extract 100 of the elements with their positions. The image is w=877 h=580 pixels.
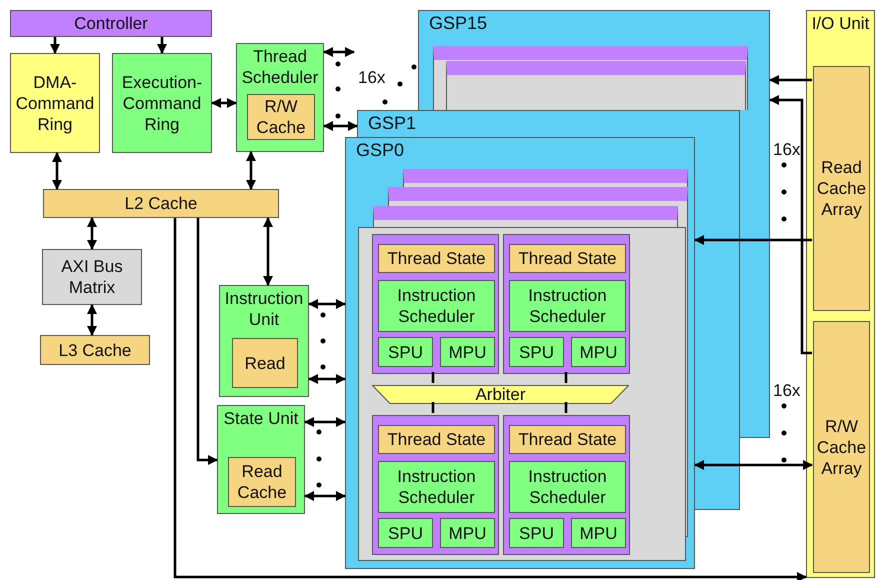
block-label: Thread Scheduler: [240, 46, 320, 88]
arrow: [196, 218, 218, 465]
arrow: [769, 95, 812, 354]
unit-box: [217, 405, 305, 514]
arrow: [87, 304, 97, 336]
block-label: SPU: [388, 522, 423, 544]
cache-box: [40, 335, 150, 365]
block-label: MPU: [448, 342, 486, 362]
block-label: L3 Cache: [58, 340, 132, 360]
scheduler-box: [378, 280, 495, 332]
scheduler-box: [378, 461, 495, 513]
arrow: [157, 37, 167, 54]
state-box: [509, 425, 626, 454]
unit-box: [378, 518, 433, 548]
multiplier-label: 16x: [773, 380, 800, 401]
block-label: Read Cache Array: [816, 157, 868, 220]
arrow: [52, 152, 62, 190]
unit-box: [440, 337, 495, 367]
block-label: AXI Bus Matrix: [60, 256, 124, 298]
controller-box: [10, 10, 212, 37]
block-label: R/W Cache Array: [816, 416, 868, 478]
cache-bar: [43, 189, 279, 218]
scheduler-box: [509, 461, 626, 513]
block-label: State Unit: [222, 408, 300, 429]
block-label: GSP1: [368, 113, 418, 134]
block-label: Controller: [74, 13, 148, 34]
arrow: [694, 460, 813, 470]
connector-line: [564, 402, 568, 413]
block-label: L2 Cache: [124, 193, 198, 214]
block-label: DMA-Command Ring: [14, 72, 96, 134]
block-label: Thread State: [518, 248, 617, 269]
processor-panel: [418, 10, 770, 110]
block-label: Instruction Unit: [224, 288, 304, 330]
block-label: R/W Cache: [255, 96, 307, 138]
block-label: Instruction Scheduler: [527, 466, 608, 508]
cache-box: [228, 457, 296, 507]
connector-line: [432, 402, 434, 413]
thread-group-panel: [503, 234, 630, 374]
multiplier-label: 16x: [773, 139, 800, 160]
block-label: Instruction Scheduler: [396, 285, 477, 327]
unit-box: [219, 285, 309, 397]
arrow: [323, 121, 358, 131]
arbiter-bar: [372, 385, 629, 404]
io-unit-panel: [806, 10, 875, 578]
block-label: GSP0: [356, 140, 406, 161]
cache-box: [232, 338, 298, 388]
scheduler-box: [236, 43, 324, 152]
block-label: Read Cache: [236, 461, 288, 503]
cache-array-box: [813, 321, 870, 573]
block-label: MPU: [580, 342, 618, 362]
core-panel: [358, 227, 686, 561]
unit-box: [378, 337, 433, 367]
block-label: Thread State: [387, 429, 486, 450]
unit-box: [571, 518, 626, 548]
cache-array-box: [813, 66, 870, 311]
state-box: [378, 244, 495, 273]
thread-group-panel: [503, 415, 630, 555]
command-ring-box: [10, 53, 100, 153]
multiplier-label: 16x: [358, 67, 386, 88]
thread-group-panel: [372, 415, 499, 555]
connector-line: [564, 372, 568, 383]
block-label: I/O Unit: [810, 13, 870, 34]
block-label: Instruction Scheduler: [527, 285, 608, 327]
arrow: [323, 47, 355, 57]
processor-panel: [345, 137, 695, 569]
arrow: [174, 218, 807, 580]
unit-box: [509, 337, 564, 367]
block-label: MPU: [580, 522, 618, 544]
thread-group-panel: [372, 234, 499, 374]
block-label: Read: [244, 352, 286, 374]
unit-box: [440, 518, 495, 548]
unit-box: [571, 337, 626, 367]
block-label: SPU: [388, 342, 423, 362]
arrow: [308, 374, 346, 384]
arrow: [50, 37, 60, 54]
command-ring-box: [112, 53, 212, 153]
block-label: Thread State: [387, 248, 486, 269]
cache-box: [247, 94, 315, 140]
block-label: Execution-Command Ring: [120, 72, 204, 134]
state-box: [509, 244, 626, 273]
block-label: SPU: [519, 342, 554, 362]
processor-panel: [357, 110, 740, 137]
arrow: [263, 217, 273, 286]
arrow: [304, 491, 346, 501]
block-label: GSP15: [429, 13, 488, 34]
block-label: Instruction Scheduler: [396, 466, 477, 508]
block-label: Arbiter: [475, 384, 526, 405]
block-label: Thread State: [518, 429, 617, 450]
arrow: [246, 151, 256, 190]
unit-box: [509, 518, 564, 548]
arrow: [87, 217, 97, 250]
block-label: SPU: [519, 522, 554, 544]
connector-line: [432, 372, 434, 383]
block-label: MPU: [448, 522, 486, 544]
bus-matrix-box: [42, 249, 142, 305]
arrow: [304, 417, 346, 427]
arrow: [308, 299, 346, 309]
arrow: [694, 235, 812, 245]
arrow: [211, 98, 237, 108]
arrow: [769, 75, 812, 85]
